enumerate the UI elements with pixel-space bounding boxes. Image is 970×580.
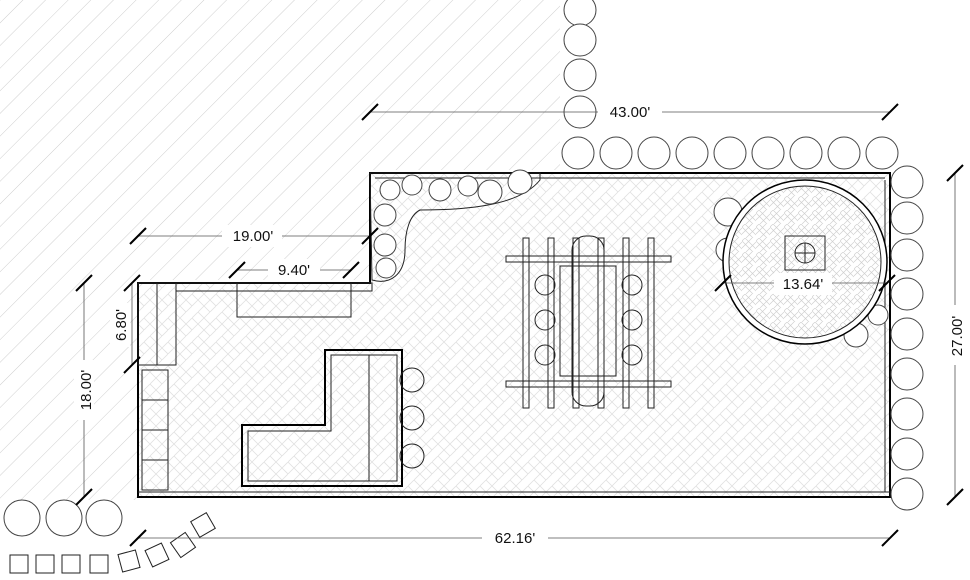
dim-label-bottom-width: 62.16'	[495, 530, 536, 547]
neighbor-lot-hatch	[0, 0, 560, 500]
shrub-column-top	[563, 0, 597, 129]
dimension-step-width: 19.00'	[129, 225, 379, 247]
dimension-top-width: 43.00'	[361, 100, 899, 122]
dim-label-bench-depth: 6.80'	[113, 309, 130, 341]
dimension-bench-depth: 6.80'	[110, 274, 141, 374]
dimension-left-height: 18.00'	[74, 274, 95, 506]
dim-label-top-width: 43.00'	[610, 104, 651, 121]
stepping-stones	[9, 512, 216, 574]
dim-label-side-height: 27.00'	[949, 316, 966, 357]
dim-label-left-height: 18.00'	[78, 370, 95, 411]
shrub-column-right	[890, 165, 924, 511]
dimension-bench-width: 9.40'	[228, 259, 360, 281]
planter-bed	[369, 169, 541, 282]
sectional-sofa	[241, 349, 425, 487]
pergola	[505, 235, 672, 409]
left-bench	[137, 282, 177, 491]
dim-label-bench-width: 9.40'	[278, 262, 310, 279]
dim-label-step-width: 19.00'	[233, 228, 274, 245]
firepit-area	[713, 179, 889, 348]
dimension-bottom-width: 62.16'	[129, 526, 899, 548]
shrub-row-top	[561, 136, 899, 170]
dimension-firepit-diameter: 13.64'	[714, 273, 896, 295]
fire-table-icon	[784, 235, 826, 271]
dimension-right-height: 27.00'	[946, 164, 966, 506]
dim-label-firepit-diameter: 13.64'	[783, 276, 824, 293]
top-bench	[175, 282, 373, 318]
shrub-row-bottom-left	[3, 499, 123, 537]
